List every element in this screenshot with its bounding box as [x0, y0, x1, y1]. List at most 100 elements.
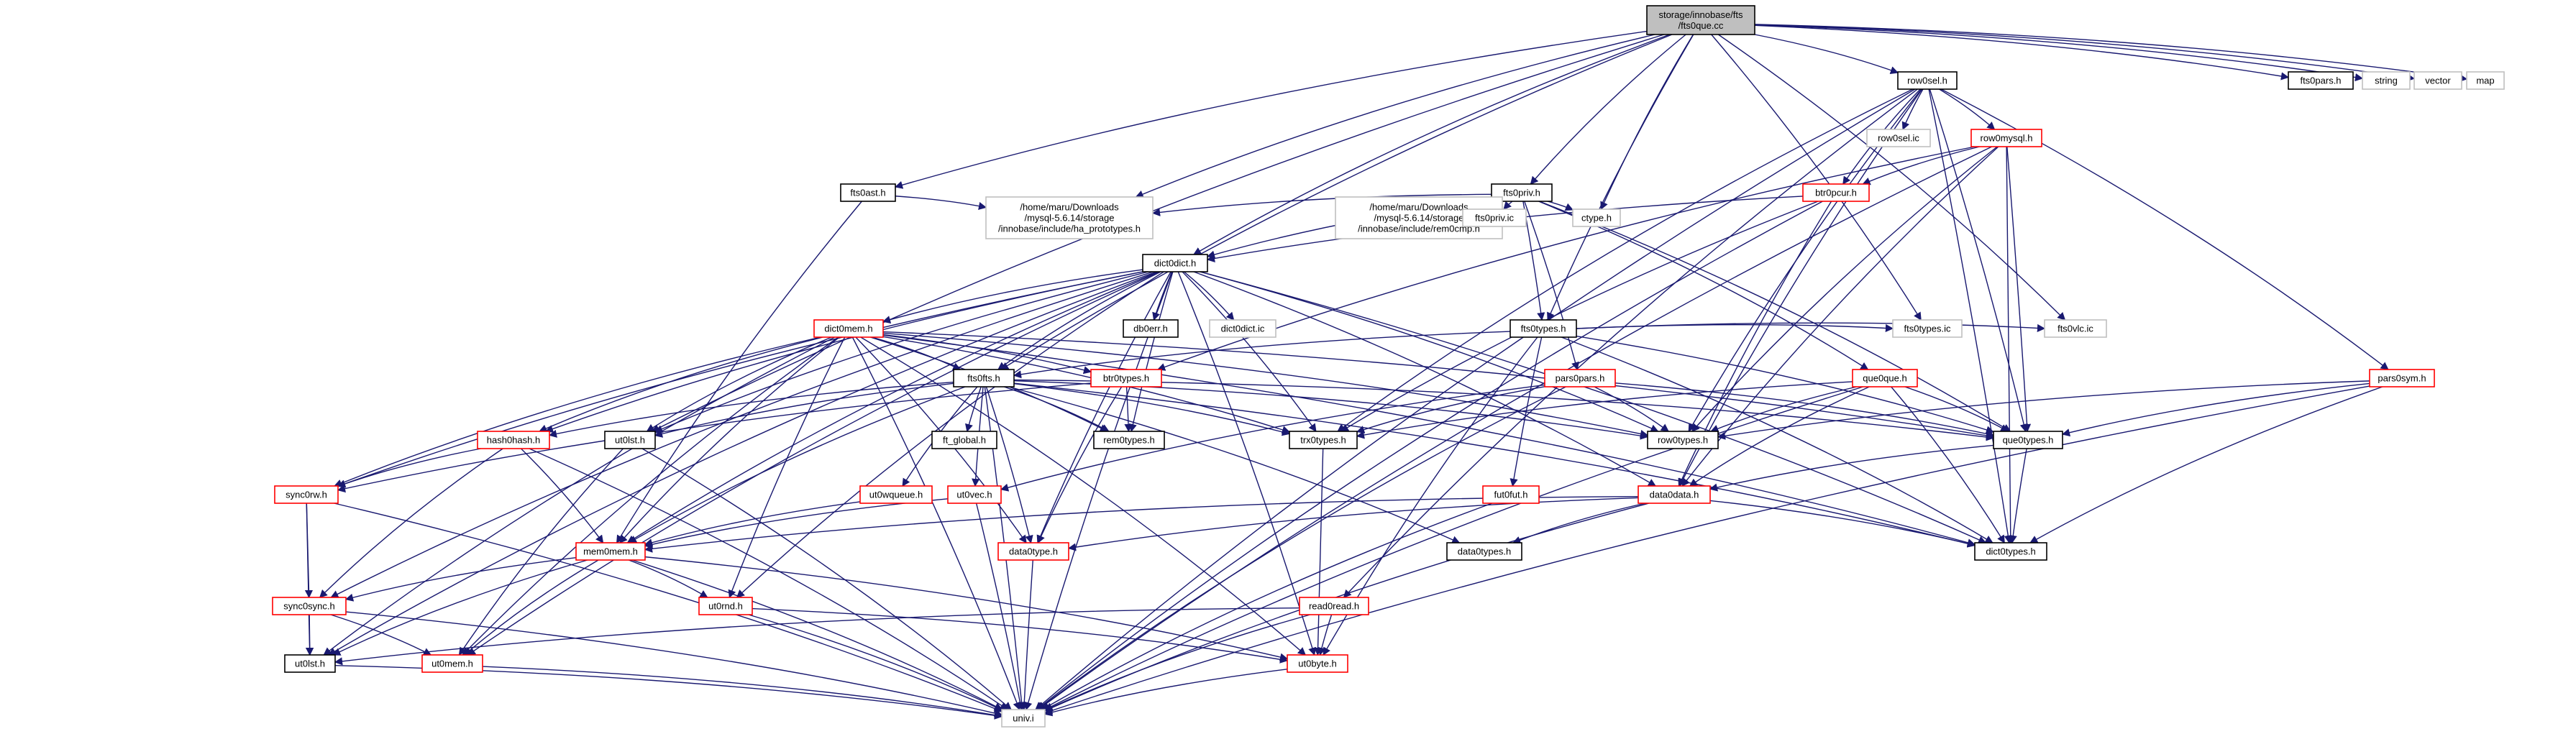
- edge-pars0pars_h-to-ut0vec_h: [1000, 384, 1545, 492]
- node-rem0cmp[interactable]: /home/maru/Downloads/mysql-5.6.14/storag…: [1335, 196, 1503, 239]
- node-label: rem0types.h: [1103, 435, 1155, 446]
- node-string[interactable]: string: [2362, 71, 2411, 90]
- node-ut0wqueue-h[interactable]: ut0wqueue.h: [859, 485, 933, 504]
- edge-data0data_h-to-data0type_h: [1067, 497, 1639, 551]
- edge-que0types_h-to-dict0types_h: [2009, 448, 2027, 544]
- node-ft-global-h[interactable]: ft_global.h: [931, 431, 997, 449]
- node-label: fts0priv.h: [1503, 188, 1540, 198]
- node-fts0types-ic[interactable]: fts0types.ic: [1892, 319, 1963, 338]
- node-label: data0types.h: [1458, 546, 1511, 557]
- edge-dict0dict_h-to-dict0dict_ic: [1183, 271, 1235, 321]
- edge-dict0dict_h-to-dict0mem_h: [882, 269, 1143, 324]
- edge-sync0rw_h-to-univ_i: [334, 503, 1003, 713]
- node-label: ut0rnd.h: [708, 601, 743, 612]
- edge-data0data_h-to-mem0mem_h: [644, 495, 1639, 553]
- edge-layer: [304, 24, 2468, 720]
- node-label: row0types.h: [1658, 435, 1708, 446]
- node-root[interactable]: storage/innobase/fts/fts0que.cc: [1646, 5, 1755, 35]
- node-row0types-h[interactable]: row0types.h: [1647, 431, 1719, 449]
- node-hash0hash-h[interactable]: hash0hash.h: [477, 431, 550, 449]
- node-trx0types-h[interactable]: trx0types.h: [1289, 431, 1358, 449]
- node-dict0dict-h[interactable]: dict0dict.h: [1142, 254, 1208, 272]
- node-box: [1446, 542, 1522, 561]
- edge-hash0hash_h-to-sync0rw_h: [337, 448, 481, 488]
- node-dict0types-h[interactable]: dict0types.h: [1974, 542, 2047, 561]
- edge-row0mysql_h-to-btr0pcur_h: [1862, 146, 1980, 185]
- node-box: [1638, 485, 1711, 504]
- edge-dict0mem_h-to-que0types_h: [882, 331, 1995, 440]
- node-fts0types-h[interactable]: fts0types.h: [1509, 319, 1577, 338]
- edge-que0que_h-to-data0data_h: [1689, 386, 1870, 487]
- node-ut0lst-h1[interactable]: ut0lst.h: [604, 431, 656, 449]
- node-label: fut0fut.h: [1494, 490, 1528, 500]
- node-row0sel-ic[interactable]: row0sel.ic: [1866, 129, 1931, 147]
- node-read0read-h[interactable]: read0read.h: [1299, 597, 1369, 615]
- node-fts0ast-h[interactable]: fts0ast.h: [840, 183, 896, 202]
- node-ha-prototypes[interactable]: /home/maru/Downloads/mysql-5.6.14/storag…: [985, 196, 1154, 239]
- node-fts0priv-ic[interactable]: fts0priv.ic: [1462, 208, 1527, 227]
- node-box: [1123, 319, 1179, 338]
- node-data0type-h[interactable]: data0type.h: [997, 542, 1069, 561]
- node-box: [931, 431, 997, 449]
- edge-ut0byte_h-to-univ_i: [1043, 669, 1288, 717]
- node-data0data-h[interactable]: data0data.h: [1638, 485, 1711, 504]
- node-db0err-h[interactable]: db0err.h: [1123, 319, 1179, 338]
- node-label: fts0types.ic: [1904, 324, 1951, 334]
- node-btr0types-h[interactable]: btr0types.h: [1090, 369, 1162, 387]
- node-ut0lst-h2[interactable]: ut0lst.h: [284, 654, 336, 673]
- node-label: pars0pars.h: [1556, 373, 1605, 384]
- edge-root-to-ctype_h: [1600, 34, 1694, 211]
- edge-ut0vec_h-to-mem0mem_h: [644, 498, 949, 549]
- edge-fts0fts_h-to-ut0lst_h1: [654, 382, 954, 438]
- edge-fts0types_h-to-fts0vlc_ic: [1576, 322, 2046, 333]
- node-box: [1509, 319, 1577, 338]
- node-vector[interactable]: vector: [2413, 71, 2462, 90]
- node-label: /mysql-5.6.14/storage: [1374, 213, 1463, 224]
- edge-que0que_h-to-dict0types_h: [1891, 386, 2005, 543]
- node-ut0rnd-h[interactable]: ut0rnd.h: [698, 597, 753, 615]
- node-ctype-h[interactable]: ctype.h: [1572, 208, 1621, 227]
- node-label: ut0lst.h: [615, 435, 645, 446]
- node-pars0pars-h[interactable]: pars0pars.h: [1544, 369, 1616, 387]
- edge-que0types_h-to-data0data_h: [1709, 444, 1994, 492]
- node-sync0sync-h[interactable]: sync0sync.h: [272, 597, 347, 615]
- node-label: /innobase/include/ha_prototypes.h: [998, 224, 1141, 234]
- edge-trx0types_h-to-ut0byte_h: [1313, 448, 1324, 656]
- node-que0types-h[interactable]: que0types.h: [1993, 431, 2063, 449]
- node-box: [2044, 319, 2107, 338]
- node-btr0pcur-h[interactable]: btr0pcur.h: [1802, 183, 1870, 202]
- node-row0mysql-h[interactable]: row0mysql.h: [1970, 129, 2042, 147]
- node-rem0types-h[interactable]: rem0types.h: [1093, 431, 1165, 449]
- edge-pars0pars_h-to-trx0types_h: [1356, 386, 1545, 433]
- node-label: /innobase/include/rem0cmp.h: [1358, 224, 1480, 234]
- node-que0que-h[interactable]: que0que.h: [1852, 369, 1918, 387]
- node-dict0dict-ic[interactable]: dict0dict.ic: [1209, 319, 1276, 338]
- node-label: dict0types.h: [1986, 546, 2035, 557]
- node-map[interactable]: map: [2466, 71, 2505, 90]
- node-fut0fut-h[interactable]: fut0fut.h: [1482, 485, 1540, 504]
- node-row0sel-h[interactable]: row0sel.h: [1897, 71, 1958, 90]
- node-data0types-h[interactable]: data0types.h: [1446, 542, 1522, 561]
- edge-dict0dict_h-to-ut0byte_h: [1177, 271, 1317, 656]
- node-dict0mem-h[interactable]: dict0mem.h: [813, 319, 884, 338]
- edge-dict0mem_h-to-ut0lst_h1: [646, 336, 832, 432]
- node-sync0rw-h[interactable]: sync0rw.h: [274, 485, 339, 504]
- node-fts0fts-h[interactable]: fts0fts.h: [953, 369, 1015, 387]
- node-fts0priv-h[interactable]: fts0priv.h: [1491, 183, 1553, 202]
- node-label: dict0mem.h: [824, 324, 872, 334]
- edge-ut0vec_h-to-univ_i: [975, 503, 1024, 711]
- node-univ-i[interactable]: univ.i: [1001, 709, 1046, 728]
- edge-fts0priv_h-to-fts0priv_ic: [1503, 201, 1513, 210]
- node-ut0vec-h[interactable]: ut0vec.h: [947, 485, 1002, 504]
- edge-hash0hash_h-to-univ_i: [529, 448, 1008, 710]
- node-pars0sym-h[interactable]: pars0sym.h: [2369, 369, 2435, 387]
- node-fts0vlc-ic[interactable]: fts0vlc.ic: [2044, 319, 2107, 338]
- edge-dict0dict_h-to-rem0types_h: [1128, 271, 1174, 433]
- edge-root-to-dict0dict_h: [1192, 34, 1670, 255]
- node-mem0mem-h[interactable]: mem0mem.h: [575, 542, 646, 561]
- node-ut0byte-h[interactable]: ut0byte.h: [1287, 654, 1348, 673]
- node-label: map: [2476, 75, 2494, 86]
- edge-read0read_h-to-ut0lst_h2: [334, 607, 1300, 666]
- node-fts0pars-h[interactable]: fts0pars.h: [2288, 71, 2354, 90]
- node-ut0mem-h[interactable]: ut0mem.h: [421, 654, 483, 673]
